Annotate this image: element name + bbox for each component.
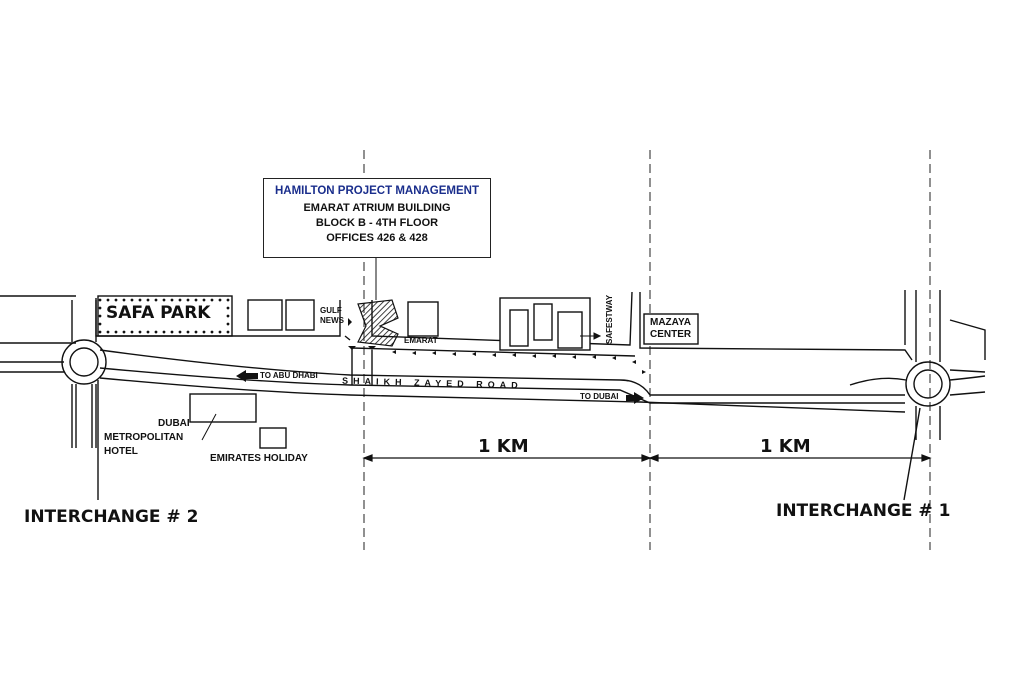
mazaya-label-2: CENTER (650, 329, 692, 340)
gulf-news-label-2: NEWS (320, 316, 344, 325)
hotel-label-2: METROPOLITAN (104, 432, 184, 443)
block-floor: BLOCK B - 4TH FLOOR (315, 217, 439, 229)
pointer-lines (201, 258, 602, 441)
service-road-arrows (348, 318, 646, 374)
hotel-label-3: HOTEL (104, 446, 138, 457)
interchange-2-roundabout (61, 300, 107, 500)
emarat-building (407, 301, 439, 337)
direction-arrows (236, 370, 644, 404)
safa-park-label-bg (104, 304, 222, 328)
scale-label-left: 1 KM (478, 436, 529, 457)
emarat-label: EMARAT (404, 336, 438, 345)
building-block-2 (285, 299, 315, 331)
scale-dimension-lines (362, 454, 932, 462)
emirates-holiday-label: EMIRATES HOLIDAY (210, 453, 308, 464)
interchange-1-roundabout (849, 290, 986, 501)
reference-lines (363, 150, 931, 550)
to-dubai-label: TO DUBAI (580, 392, 619, 401)
building-block-1 (247, 299, 283, 331)
hotel-label-1: DUBAI (158, 418, 190, 429)
office-callout: HAMILTON PROJECT MANAGEMENT EMARAT ATRIU… (263, 178, 491, 258)
buildings (189, 297, 699, 449)
building-name: EMARAT ATRIUM BUILDING (303, 202, 451, 214)
building-block-5 (533, 303, 553, 341)
hotel-building (189, 393, 257, 423)
emarat-atrium-building (357, 299, 399, 347)
highway (0, 349, 986, 413)
scale-label-right: 1 KM (760, 436, 811, 457)
safestway-label: SAFESTWAY (605, 294, 614, 344)
mazaya-label-1: MAZAYA (650, 317, 691, 328)
company-name: HAMILTON PROJECT MANAGEMENT (274, 185, 480, 197)
interchange-1-label: INTERCHANGE # 1 (776, 501, 951, 521)
gulf-news-label-1: GULF (320, 306, 342, 315)
arrow-to-dubai (626, 392, 644, 404)
office-numbers: OFFICES 426 & 428 (326, 232, 428, 244)
mazaya-center-building (643, 313, 699, 345)
interchange-2-label: INTERCHANGE # 2 (24, 507, 199, 527)
safa-park-label: SAFA PARK (106, 303, 211, 323)
building-block-4 (509, 309, 529, 347)
building-block-6 (557, 311, 583, 349)
emirates-holiday-building (259, 427, 287, 449)
to-abu-dhabi-label: TO ABU DHABI (260, 371, 318, 380)
arrow-to-abu-dhabi (236, 370, 258, 382)
